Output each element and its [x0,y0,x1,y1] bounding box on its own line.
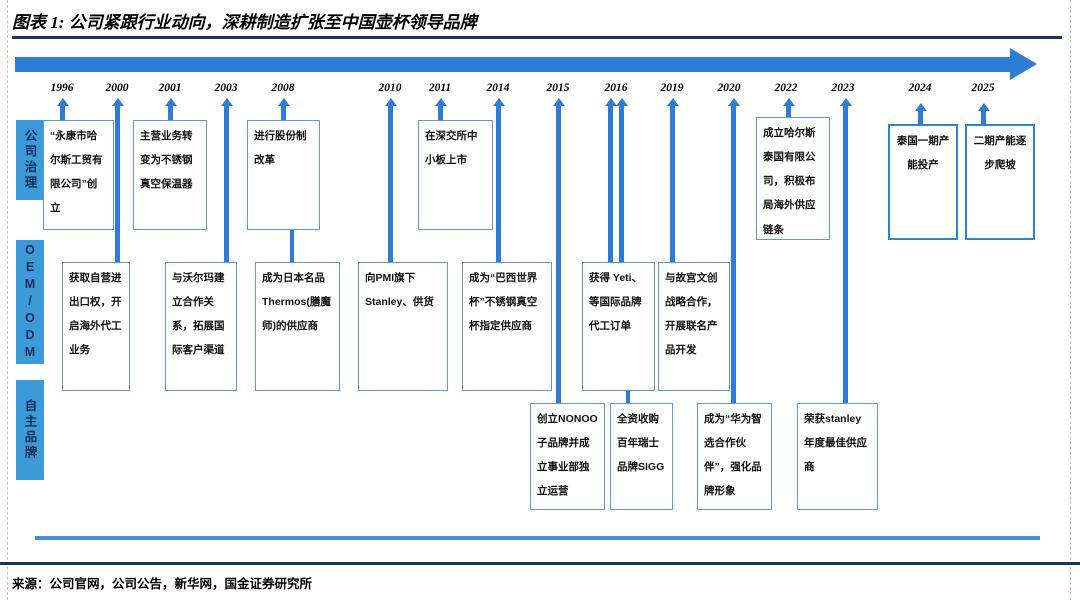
connector-2014 [492,98,505,262]
year-label-2020: 2020 [717,82,741,94]
connector-2008 [277,98,290,120]
event-box-2000: 获取自营进出口权，开启海外代工业务 [62,262,130,391]
event-box-2022: 成立哈尔斯泰国有限公司，积极布局海外供应链条 [756,117,830,240]
event-box-2023: 荣获stanley年度最佳供应商 [797,403,878,510]
title-underline [12,36,1062,39]
year-label-2011: 2011 [428,82,452,94]
year-label-2001: 2001 [158,82,182,94]
year-label-1996: 1996 [50,82,74,94]
event-box-1996: “永康市哈尔斯工贸有限公司”创立 [43,120,114,230]
event-box-2025: 二期产能逐步爬坡 [965,124,1035,240]
timeline-arrowhead-icon [1010,48,1037,80]
connector-1996 [56,98,69,120]
connector-2023 [839,98,852,403]
event-box-2010: 向PMI旗下Stanley、供货 [358,262,448,391]
connector-2000 [111,98,124,262]
connector-2003 [220,98,233,262]
connector-2001 [164,98,177,120]
event-box-2020: 成为“华为智选合作伙伴”，强化品牌形象 [697,403,772,510]
event-box-2001: 主营业务转变为不锈钢真空保温器 [133,120,207,230]
connector-2024 [914,103,927,125]
connector-2011 [434,98,447,120]
timeline-arrow-body [15,57,1011,72]
event-box-2024: 泰国一期产能投产 [888,124,958,240]
connector-2022 [782,98,795,118]
connector-2020 [727,98,740,403]
year-label-2000: 2000 [105,82,129,94]
bottom-navy-rule [0,562,1080,565]
connector-2016-lower [626,391,630,403]
figure-title: 图表 1: 公司紧跟行业动向，深耕制造扩张至中国壶杯领导品牌 [12,13,477,32]
lower-blue-rule [35,536,1040,540]
year-label-2025: 2025 [971,82,995,94]
event-box-2015: 创立NONOO子品牌并成立事业部独立运营 [530,403,605,510]
event-box-2008-oem: 成为日本名品Thermos(膳魔师)的供应商 [255,262,340,391]
event-box-2011: 在深交所中小板上市 [418,120,493,230]
event-box-2003: 与沃尔玛建立合作关系，拓展国际客户渠道 [165,262,237,391]
connector-2016-b [615,98,628,262]
right-dashed-border [1070,0,1071,600]
connector-2016-a [604,98,617,262]
year-label-2003: 2003 [214,82,238,94]
connector-2025 [977,103,990,125]
event-box-2019: 与故宫文创战略合作，开展联名产品开发 [658,262,730,391]
year-label-2023: 2023 [831,82,855,94]
connector-2015 [552,98,565,403]
left-dashed-border [7,0,8,600]
year-label-2010: 2010 [378,82,402,94]
year-label-2016: 2016 [604,82,628,94]
source-note: 来源：公司官网，公司公告，新华网，国金证券研究所 [12,577,313,591]
year-label-2024: 2024 [908,82,932,94]
event-box-2014: 成为“巴西世界杯”不锈钢真空杯指定供应商 [462,262,552,391]
year-label-2008: 2008 [271,82,295,94]
category-oem-odm: OEM/ODM [16,240,44,364]
event-box-2008-governance: 进行股份制改革 [247,120,320,230]
category-governance: 公司治理 [16,120,44,200]
year-label-2022: 2022 [774,82,798,94]
connector-2008-lower [290,230,294,262]
event-box-2016-oem: 获得 Yeti、等国际品牌代工订单 [582,262,655,391]
connector-2010 [384,98,397,262]
connector-2019 [666,98,679,262]
event-box-2016-brand: 全资收购百年瑞士品牌SIGG [610,403,673,510]
category-own-brand: 自主品牌 [16,380,44,480]
year-label-2014: 2014 [486,82,510,94]
year-label-2015: 2015 [546,82,570,94]
year-label-2019: 2019 [660,82,684,94]
